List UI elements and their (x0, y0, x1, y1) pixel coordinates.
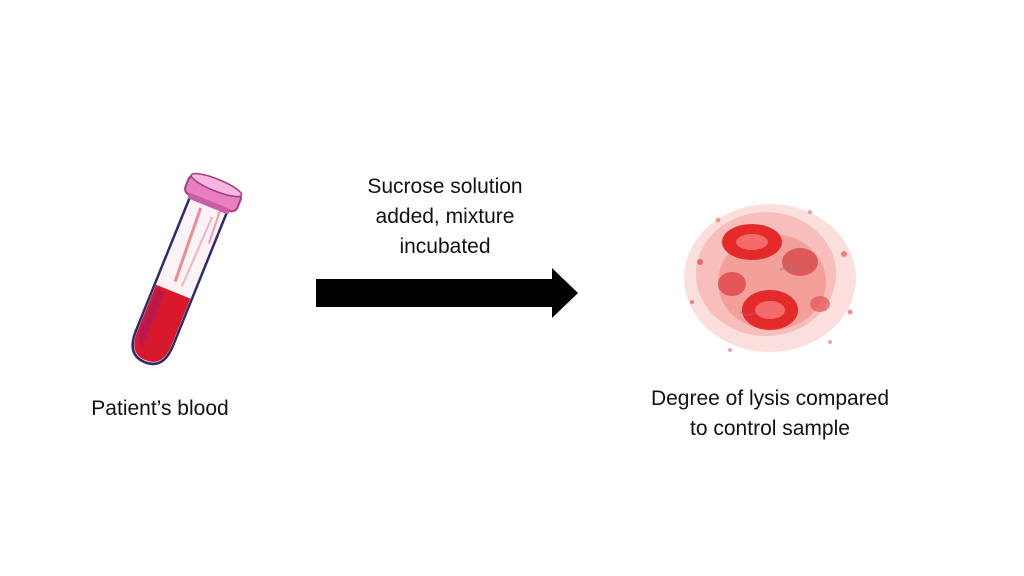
result-label: Degree of lysis compared to control samp… (620, 384, 920, 444)
lysed-red-blood-cells-icon (670, 192, 870, 362)
arrow-caption-line-2: added, mixture (375, 205, 515, 228)
tube-label: Patient’s blood (91, 397, 229, 420)
arrow-caption: Sucrose solution added, mixture incubate… (340, 172, 550, 262)
blood-test-tube-icon (100, 165, 260, 385)
arrow-caption-line-1: Sucrose solution (367, 175, 523, 198)
process-arrow (316, 265, 580, 321)
result-label-line-1: Degree of lysis compared (650, 387, 890, 410)
process-arrow-shape (316, 268, 578, 318)
arrow-caption-line-3: incubated (399, 235, 491, 258)
result-label-line-2: to control sample (690, 417, 850, 440)
